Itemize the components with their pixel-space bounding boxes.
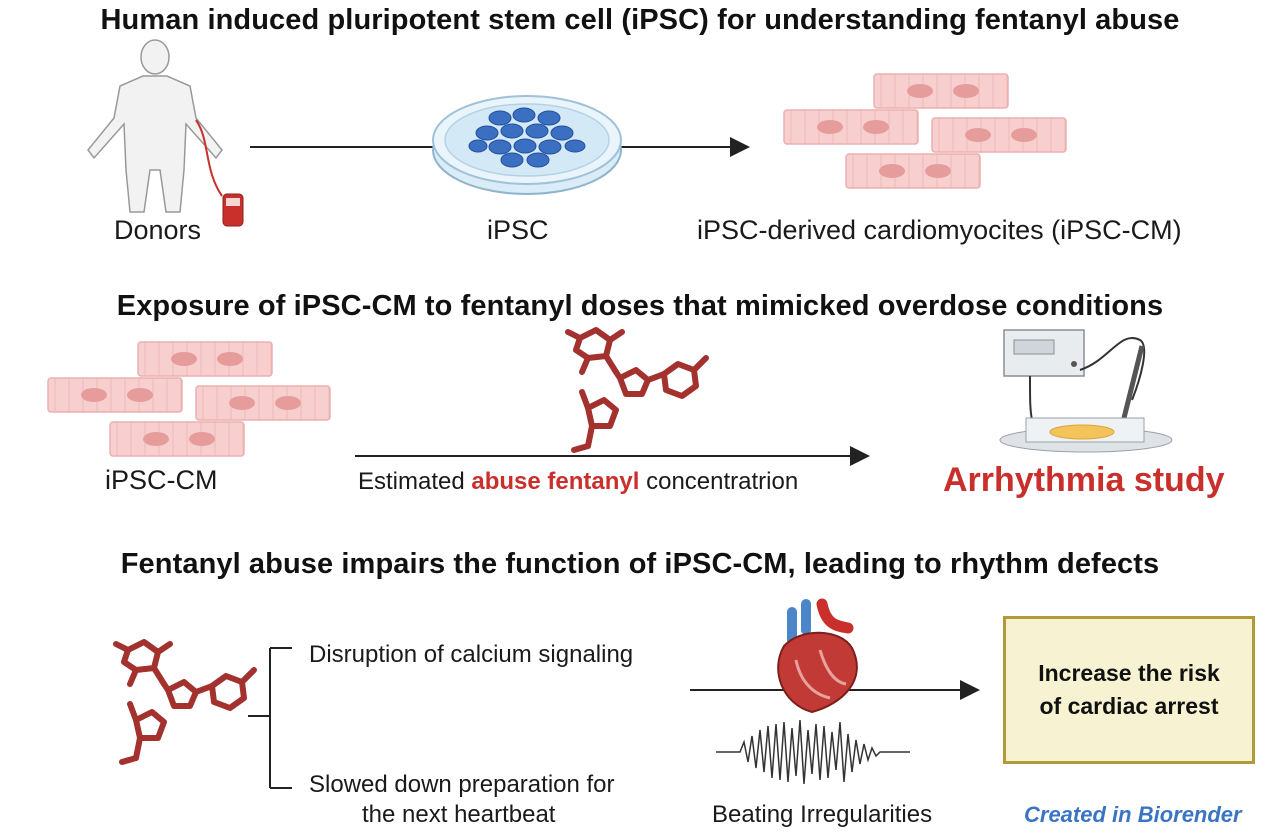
heart-icon [777, 598, 858, 714]
beating-irregularities-label: Beating Irregularities [712, 801, 933, 828]
cardiomyocytes-label: iPSC-derived cardiomyocites (iPSC-CM) [697, 215, 1182, 245]
donor-person-icon [87, 39, 223, 213]
donors-label: Donors [114, 215, 202, 245]
effect-calcium-signaling: Disruption of calcium signaling [309, 641, 634, 668]
ipsc-cm-label: iPSC-CM [105, 465, 218, 495]
petri-dish-icon [432, 95, 622, 195]
concentration-highlight: abuse fentanyl [471, 468, 640, 495]
outcome-line1: Increase the risk [1038, 660, 1220, 686]
outcome-line2: of cardiac arrest [1039, 693, 1219, 719]
section-2-title: Exposure of iPSC-CM to fentanyl doses th… [116, 290, 1164, 322]
effects-bracket [248, 647, 292, 789]
fentanyl-molecule-icon-lower [116, 642, 254, 762]
blood-bag-icon [222, 193, 244, 227]
biorender-credit: Created in Biorender [1024, 802, 1242, 827]
ipsc-label: iPSC [487, 215, 549, 245]
section-1-title: Human induced pluripotent stem cell (iPS… [100, 4, 1180, 36]
concentration-label: Estimated abuse fentanyl concentratrion [358, 468, 798, 496]
arrhythmia-study-label: Arrhythmia study [943, 461, 1225, 499]
concentration-suffix: concentratrion [639, 468, 799, 495]
concentration-prefix: Estimated [358, 468, 472, 495]
blood-tube-icon [195, 119, 223, 197]
section-3-title: Fentanyl abuse impairs the function of i… [120, 548, 1160, 580]
fentanyl-molecule-icon [568, 330, 706, 450]
effect-slowed-preparation-line2: the next heartbeat [362, 801, 556, 828]
electrophysiology-rig-icon [999, 329, 1173, 453]
effect-slowed-preparation-line1: Slowed down preparation for [309, 771, 615, 798]
cardiomyocytes-cluster-top [783, 73, 1067, 189]
irregular-ecg-trace [716, 719, 910, 785]
outcome-box: Increase the risk of cardiac arrest [1003, 616, 1255, 764]
cardiomyocytes-cluster-middle [47, 341, 331, 457]
